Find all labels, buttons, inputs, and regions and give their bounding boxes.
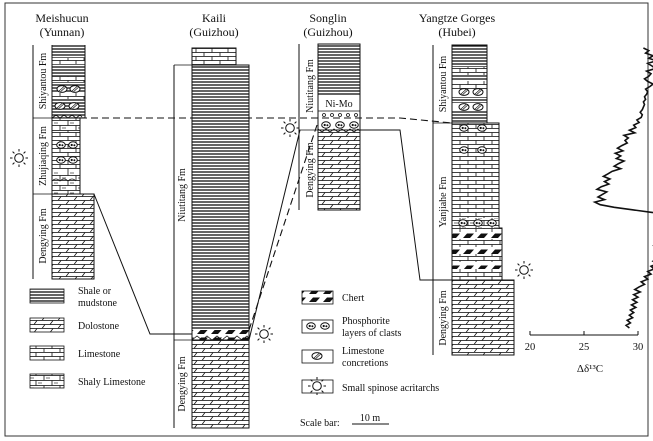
column-kaili: Kaili (Guizhou) Niutitang Fm Dengying Fm: [173, 11, 274, 429]
acritarch-marker: [514, 260, 534, 280]
formation-label: Dengying Fm: [38, 208, 49, 264]
legend-right: Chert Phosphorite layers of clasts Limes…: [301, 290, 439, 396]
formation-label: Shiyantou Fm: [38, 53, 49, 110]
column-meishucun: Meishucun (Yunnan) Shiyantou Fm Zhujiaqi…: [9, 11, 95, 280]
x-tick-label: 20: [525, 342, 536, 353]
legend-label: mudstone: [78, 298, 117, 309]
legend-label: Limestone: [78, 349, 121, 360]
column-title: Meishucun: [35, 11, 88, 25]
x-axis-ticks: 20 25 30: [525, 331, 644, 353]
x-axis-label: Δδ¹³C: [577, 363, 603, 375]
scale-bar: Scale bar: 10 m: [300, 413, 389, 429]
x-tick-label: 30: [633, 342, 644, 353]
acritarch-marker: [9, 148, 29, 168]
column-yangtze-gorges: Yangtze Gorges (Hubei) Shiyantou Fm Yanj…: [419, 11, 534, 356]
acritarch-marker: [254, 324, 274, 344]
column-subtitle: (Hubei): [438, 25, 475, 39]
formation-label: Niutitang Fm: [177, 168, 188, 222]
formation-label: Niutitang Fm: [305, 59, 316, 113]
carbon-isotope-curve: [592, 47, 653, 329]
column-subtitle: (Guizhou): [303, 25, 352, 39]
legend-label: Chert: [342, 293, 364, 304]
legend-label: Shaly Limestone: [78, 377, 146, 388]
legend-label: concretions: [342, 358, 388, 369]
column-title: Kaili: [202, 11, 227, 25]
correlation-lines: [80, 117, 453, 341]
legend-label: Phosphorite: [342, 316, 390, 327]
legend-label: layers of clasts: [342, 328, 402, 339]
formation-label: Zhujiaqing Fm: [38, 126, 49, 186]
formation-label: Shiyantou Fm: [438, 56, 449, 113]
formation-label: Yanjiahe Fm: [438, 176, 449, 227]
legend-left: Shale or mudstone Dolostone Limestone Sh…: [29, 286, 146, 389]
column-subtitle: (Guizhou): [189, 25, 238, 39]
formation-label: Dengying Fm: [305, 142, 316, 198]
legend-label: Shale or: [78, 286, 112, 297]
legend-label: Limestone: [342, 346, 385, 357]
column-subtitle: (Yunnan): [40, 25, 85, 39]
isotope-chart: 20 25 30 Δδ¹³C: [525, 47, 653, 375]
column-title: Yangtze Gorges: [419, 11, 496, 25]
scale-bar-label: Scale bar:: [300, 418, 340, 429]
x-tick-label: 25: [579, 342, 590, 353]
figure-frame: [4, 2, 649, 437]
ni-mo-bed-label: Ni-Mo: [325, 99, 352, 110]
acritarch-marker: [280, 118, 300, 138]
column-title: Songlin: [309, 11, 346, 25]
legend-label: Small spinose acritarchs: [342, 383, 439, 394]
column-songlin: Songlin (Guizhou) Ni-Mo Niutitang Fm Den…: [280, 11, 361, 211]
scale-bar-value: 10 m: [360, 413, 381, 424]
formation-label: Dengying Fm: [438, 290, 449, 346]
legend-label: Dolostone: [78, 321, 120, 332]
formation-label: Dengying Fm: [177, 356, 188, 412]
